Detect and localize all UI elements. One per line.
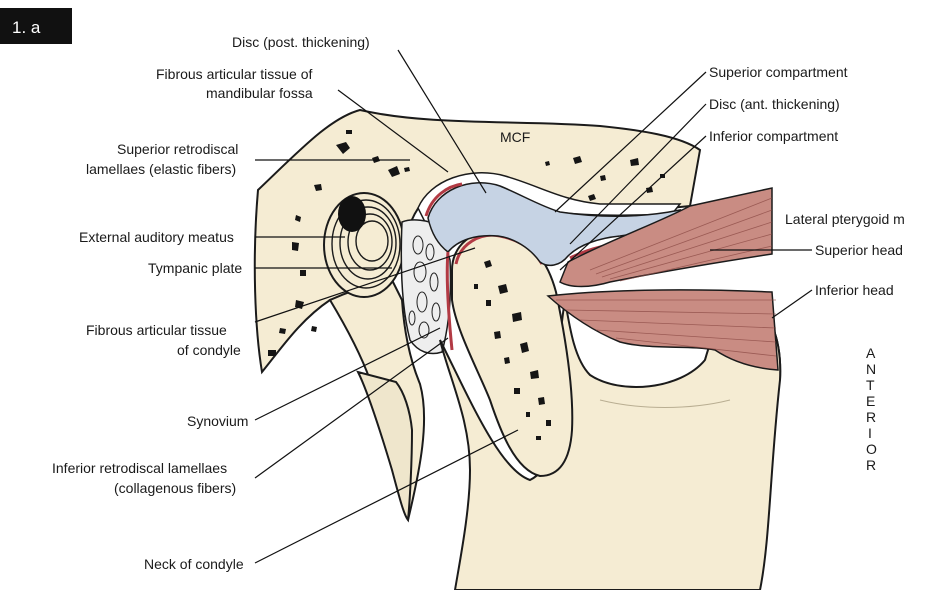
label-anterior: A N T E R I O R	[866, 345, 877, 473]
label-synovium: Synovium	[187, 413, 248, 429]
lateral-pterygoid-muscle	[546, 187, 779, 371]
leader-synovium	[254, 327, 441, 421]
leader-inferior-head	[771, 289, 813, 319]
anterior-letter: R	[866, 457, 876, 473]
label-inferior-retro-line2: (collagenous fibers)	[114, 480, 236, 496]
labels: Disc (post. thickening) Fibrous articula…	[52, 34, 905, 572]
leader-inferior-compartment	[559, 135, 707, 271]
inferior-head-fibers	[556, 299, 777, 357]
label-tympanic-plate: Tympanic plate	[148, 260, 242, 276]
figure-label: 1. a	[12, 18, 41, 37]
label-neck-condyle: Neck of condyle	[144, 556, 244, 572]
figure-badge-background	[0, 8, 72, 44]
label-lateral-pterygoid: Lateral pterygoid m	[785, 211, 905, 227]
leader-neck-condyle	[254, 429, 519, 564]
label-inferior-head: Inferior head	[815, 282, 894, 298]
figure-badge: 1. a	[0, 8, 72, 44]
leader-fibrous-fossa	[337, 89, 449, 173]
leader-disc-ant	[569, 103, 707, 245]
label-mcf: MCF	[500, 129, 530, 145]
label-disc-ant: Disc (ant. thickening)	[709, 96, 840, 112]
superior-retrodiscal-strip	[424, 182, 463, 217]
condyle-pores	[474, 260, 551, 440]
superior-head-fibers	[589, 197, 773, 282]
label-fibrous-condyle-line2: of condyle	[177, 342, 241, 358]
label-fibrous-condyle-line1: Fibrous articular tissue	[86, 322, 227, 338]
superior-head-shape	[559, 187, 773, 288]
label-fibrous-fossa-line2: mandibular fossa	[206, 85, 313, 101]
anterior-letter: A	[866, 345, 876, 361]
label-superior-head: Superior head	[815, 242, 903, 258]
mandible	[439, 230, 782, 590]
leader-fibrous-condyle	[254, 247, 476, 323]
anterior-letter: R	[866, 409, 876, 425]
external-auditory-meatus	[323, 192, 405, 298]
label-inferior-retro-line1: Inferior retrodiscal lamellaes	[52, 460, 227, 476]
label-superior-compartment: Superior compartment	[709, 64, 848, 80]
label-disc-post: Disc (post. thickening)	[232, 34, 370, 50]
leader-lines	[254, 49, 813, 564]
leader-superior-compartment	[554, 71, 707, 213]
label-inferior-compartment: Inferior compartment	[709, 128, 838, 144]
leader-disc-post	[397, 49, 487, 194]
disc-shape	[427, 182, 682, 267]
leader-inferior-retro	[254, 337, 449, 479]
inferior-head-shape	[546, 289, 779, 371]
styloid-process	[356, 370, 414, 523]
label-superior-retro-line1: Superior retrodiscal	[117, 141, 238, 157]
anterior-letter: I	[868, 425, 872, 441]
label-superior-retro-line2: lamellaes (elastic fibers)	[86, 161, 236, 177]
inferior-retrodiscal-strip	[445, 251, 454, 351]
anterior-letter: E	[866, 393, 875, 409]
anterior-letter: T	[866, 377, 875, 393]
ramus-contour	[599, 399, 731, 408]
label-external-meatus: External auditory meatus	[79, 229, 234, 245]
label-fibrous-fossa-line1: Fibrous articular tissue of	[156, 66, 313, 82]
temporal-bone-pores	[268, 130, 665, 356]
anterior-letter: N	[866, 361, 876, 377]
retrodiscal-cells	[408, 235, 441, 339]
anterior-letter: O	[866, 441, 877, 457]
